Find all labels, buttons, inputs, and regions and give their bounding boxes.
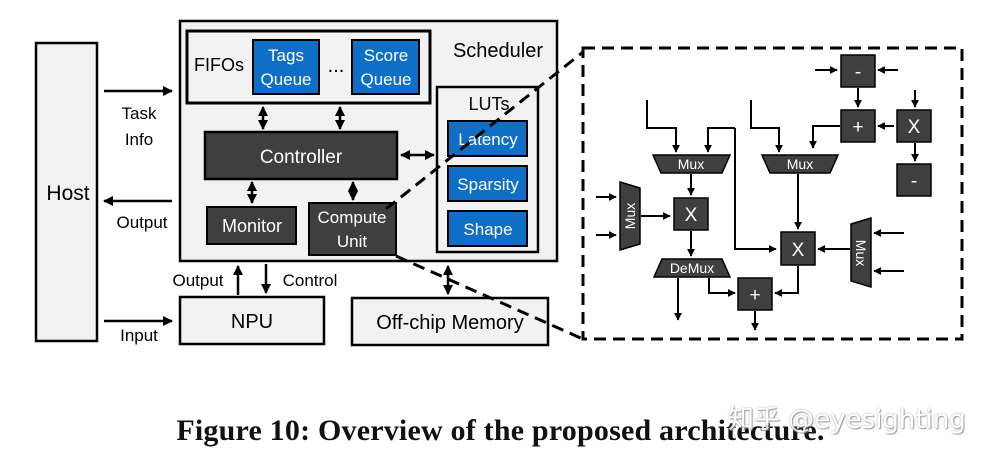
tags-queue-label-2: Queue xyxy=(260,70,311,89)
shape-lut xyxy=(447,210,528,247)
mux-3-label: Mux xyxy=(622,203,638,229)
wire xyxy=(708,278,736,297)
figure-caption: Figure 10: Overview of the proposed arch… xyxy=(176,414,825,447)
mux-4 xyxy=(850,216,872,289)
architecture-diagram: Host Task Info Output Input Scheduler FI… xyxy=(34,19,964,347)
controller-block xyxy=(203,130,399,181)
add-op-bottom xyxy=(737,277,773,311)
mux-2 xyxy=(760,154,840,174)
compute-unit-label-1: Compute xyxy=(318,208,387,227)
add-op-top xyxy=(840,109,876,143)
controller-label: Controller xyxy=(260,147,343,168)
add-op-top-label: + xyxy=(852,117,863,138)
wire xyxy=(809,125,840,149)
npu-control-label: Control xyxy=(283,271,338,290)
watermark: 知乎 @eyesighting xyxy=(728,405,966,435)
score-queue-label-2: Queue xyxy=(360,70,411,89)
npu-block xyxy=(178,295,326,346)
monitor-block xyxy=(206,206,297,245)
multiply-op-left-label: X xyxy=(685,205,698,226)
wire xyxy=(774,266,799,297)
demux-label: DeMux xyxy=(670,260,714,276)
host-block xyxy=(34,41,99,343)
npu-label: NPU xyxy=(231,311,273,333)
compute-unit-detail-frame xyxy=(581,46,964,341)
latency-label: Latency xyxy=(458,130,518,149)
tags-queue-label-1: Tags xyxy=(268,46,304,65)
mux-4-label: Mux xyxy=(853,240,869,266)
output-left-label: Output xyxy=(116,213,167,232)
zoom-line-top xyxy=(385,50,584,211)
monitor-label: Monitor xyxy=(222,216,282,236)
multiply-op-top xyxy=(896,109,932,143)
task-info-label-1: Task xyxy=(122,104,157,123)
offchip-memory-block xyxy=(350,296,550,347)
offchip-memory-label: Off-chip Memory xyxy=(376,312,523,334)
multiply-op-right-label: X xyxy=(792,240,805,261)
host-label: Host xyxy=(46,182,89,205)
subtract-op-right xyxy=(896,163,932,197)
shape-label: Shape xyxy=(463,220,512,239)
scheduler-label: Scheduler xyxy=(453,40,543,62)
multiply-op-top-label: X xyxy=(908,117,921,138)
task-info-label-2: Info xyxy=(125,130,153,149)
wire xyxy=(750,100,783,153)
wire xyxy=(734,128,777,253)
mux-1 xyxy=(651,154,732,174)
subtract-op xyxy=(840,54,876,88)
add-op-bottom-label: + xyxy=(749,285,760,306)
mux-2-label: Mux xyxy=(787,156,813,172)
tags-queue xyxy=(252,39,320,95)
multiply-op-right xyxy=(780,231,816,266)
wire xyxy=(704,127,735,153)
compute-unit-label-2: Unit xyxy=(337,232,368,251)
subtract-op-right-label: - xyxy=(911,171,917,192)
sparsity-lut xyxy=(447,165,528,202)
multiply-op-left xyxy=(673,197,709,231)
score-queue xyxy=(351,39,420,95)
mux-3 xyxy=(619,180,641,252)
mux-1-label: Mux xyxy=(678,156,704,172)
subtract-op-label: - xyxy=(855,62,861,83)
luts-label: LUTs xyxy=(468,94,509,114)
input-left-label: Input xyxy=(120,326,158,345)
score-queue-label-1: Score xyxy=(364,46,408,65)
fifo-ellipsis: ... xyxy=(328,55,345,77)
demux xyxy=(652,258,732,278)
wire xyxy=(646,100,680,153)
npu-output-label: Output xyxy=(172,271,223,290)
zoom-line-bottom xyxy=(395,254,584,341)
compute-unit-block xyxy=(308,202,397,256)
sparsity-label: Sparsity xyxy=(457,175,519,194)
fifos-label: FIFOs xyxy=(194,55,244,75)
